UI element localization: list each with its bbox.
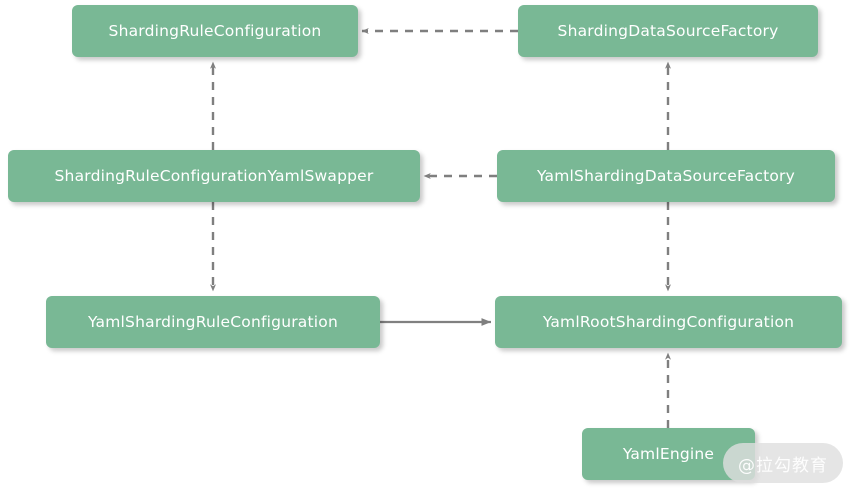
node-label: YamlEngine [622,445,715,463]
node-yaml-engine[interactable]: YamlEngine [582,428,755,480]
node-label: YamlRootShardingConfiguration [542,313,795,331]
node-label: ShardingRuleConfiguration [108,22,322,40]
node-yaml-sharding-data-source-factory[interactable]: YamlShardingDataSourceFactory [497,150,835,202]
node-label: ShardingRuleConfigurationYamlSwapper [54,167,374,185]
node-label: YamlShardingDataSourceFactory [537,167,795,185]
node-yaml-root-sharding-configuration[interactable]: YamlRootShardingConfiguration [495,296,842,348]
node-sharding-rule-configuration-yaml-swapper[interactable]: ShardingRuleConfigurationYamlSwapper [8,150,420,202]
node-yaml-sharding-rule-configuration[interactable]: YamlShardingRuleConfiguration [46,296,380,348]
node-label: ShardingDataSourceFactory [557,22,779,40]
node-sharding-data-source-factory[interactable]: ShardingDataSourceFactory [518,5,818,57]
node-label: YamlShardingRuleConfiguration [88,313,338,331]
node-sharding-rule-configuration[interactable]: ShardingRuleConfiguration [72,5,358,57]
